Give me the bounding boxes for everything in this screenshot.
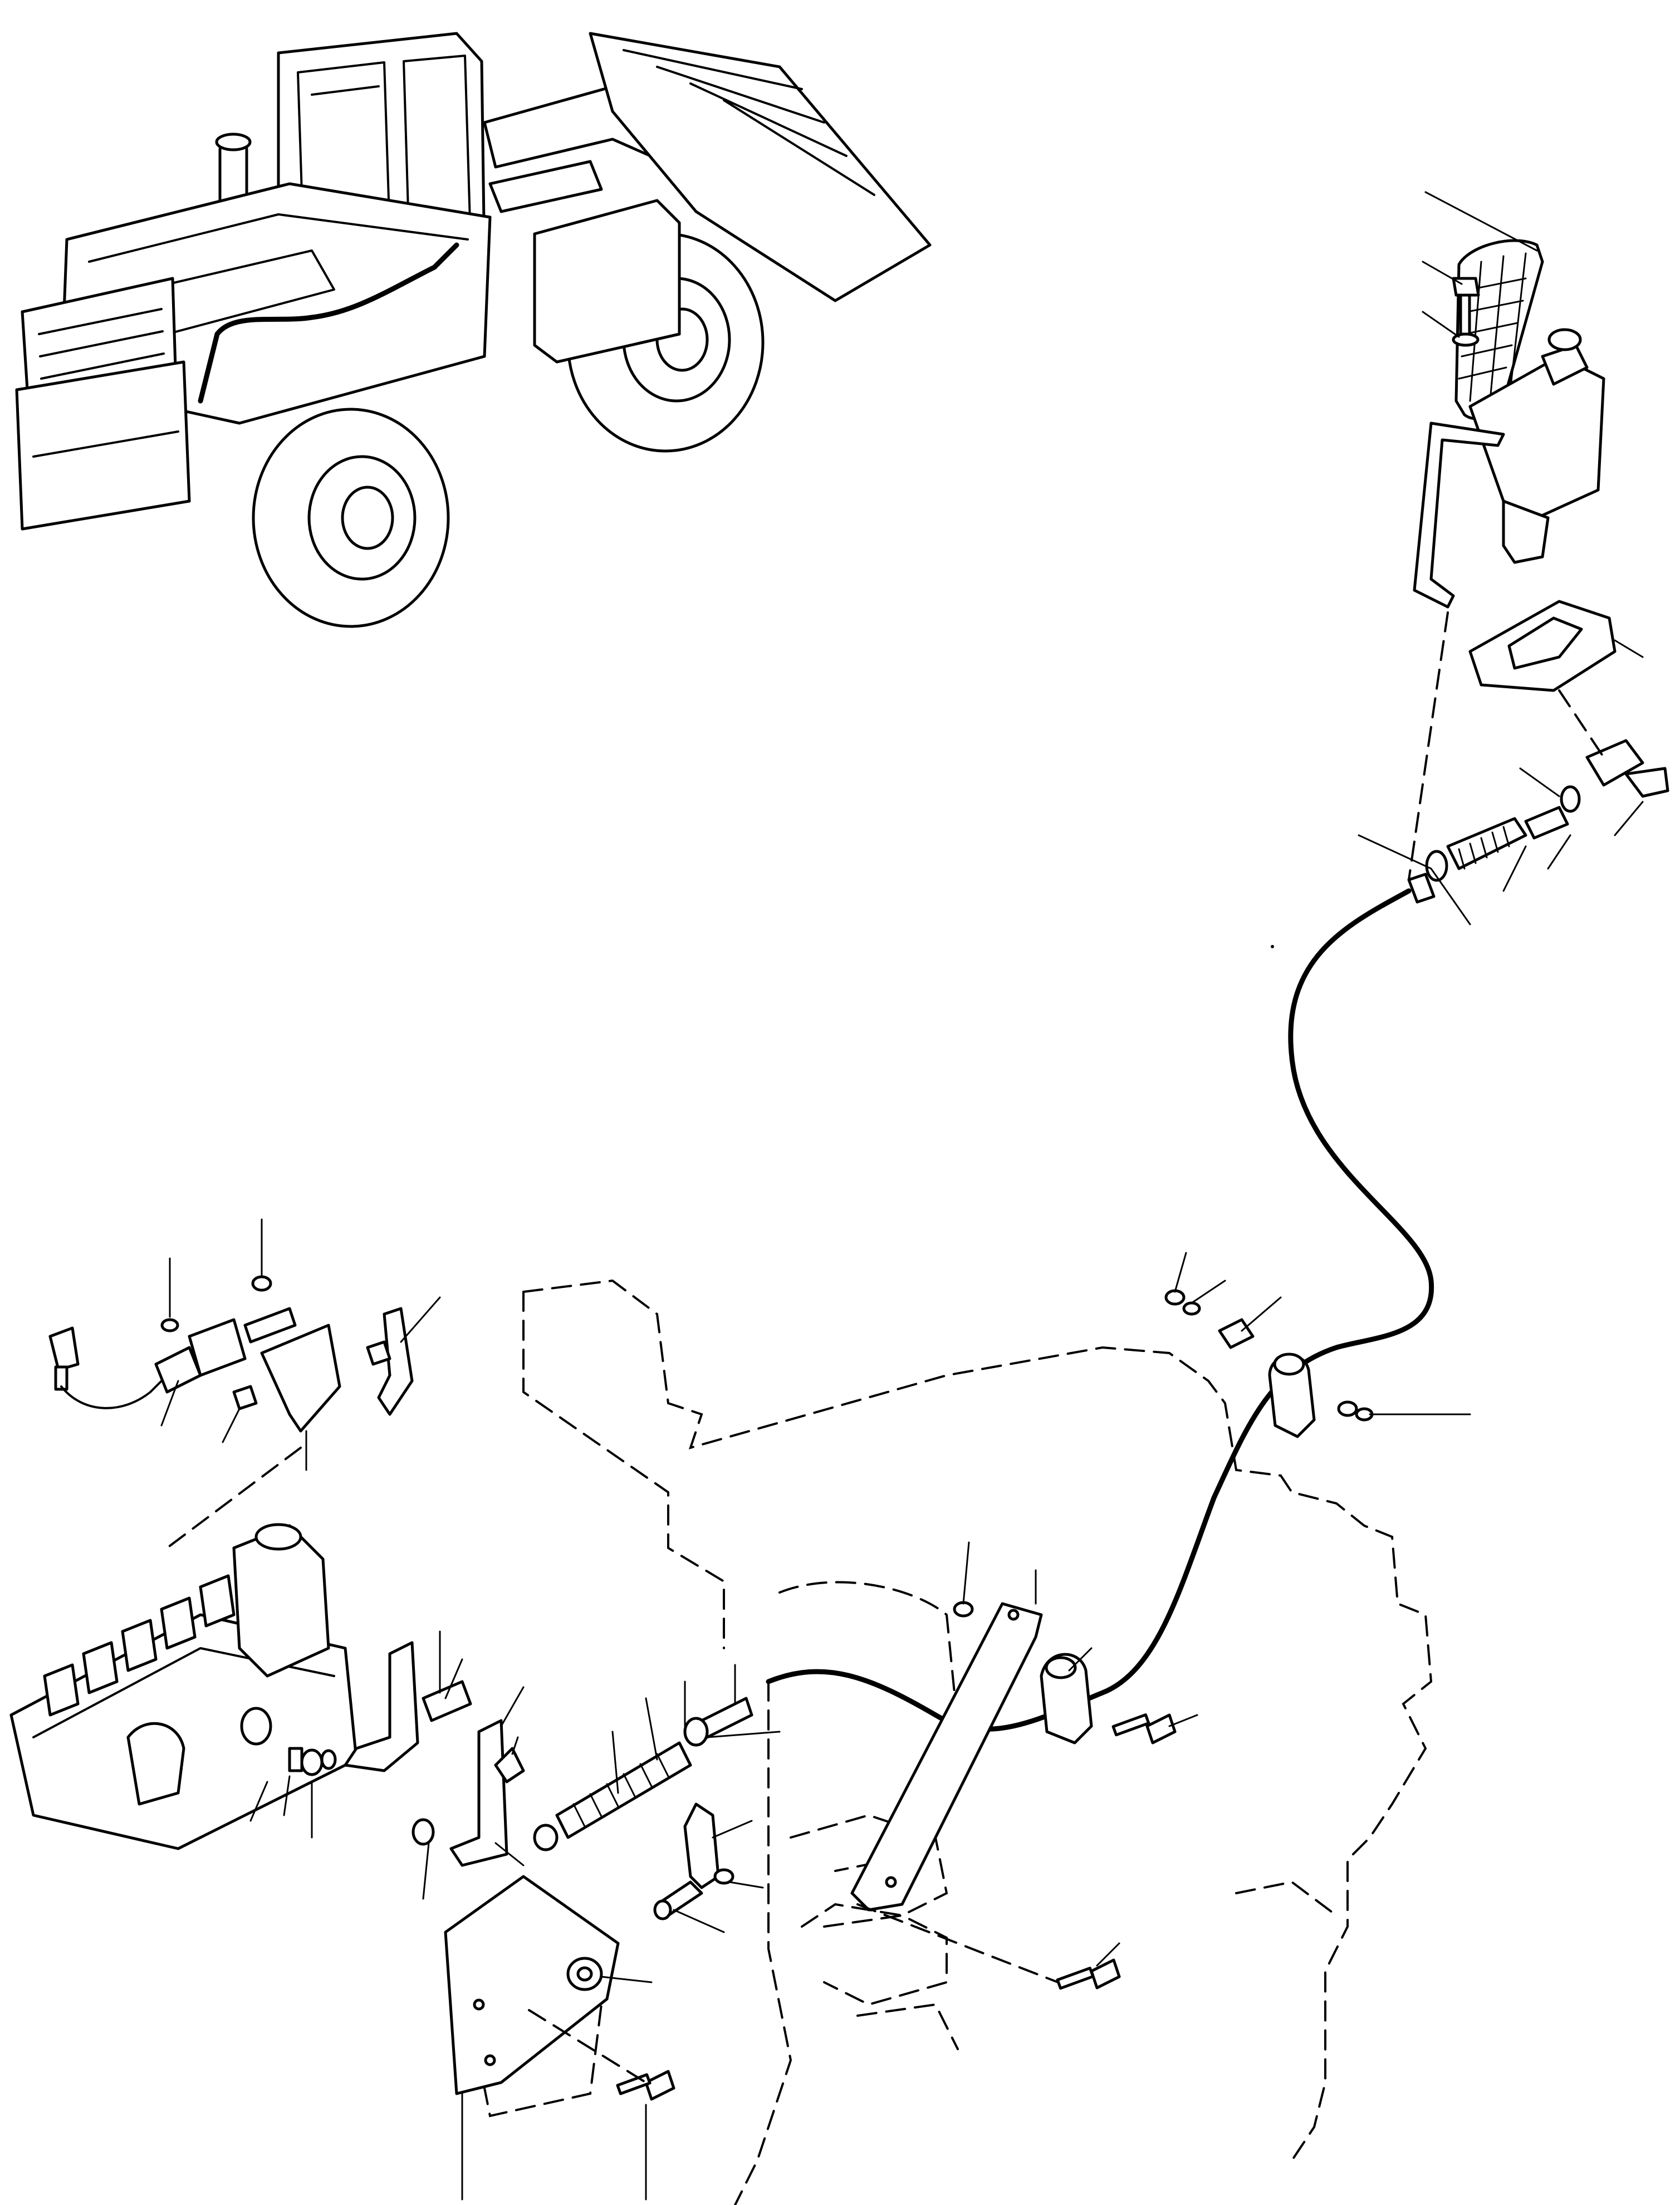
leader-lines bbox=[160, 191, 1644, 2201]
cable-adjuster bbox=[533, 1697, 753, 1851]
wheel-loader-icon bbox=[15, 32, 932, 628]
pump-linkage bbox=[288, 1641, 525, 1867]
alignment-lines bbox=[166, 611, 1605, 2084]
cable-icon bbox=[766, 888, 1434, 1732]
engine-outline bbox=[478, 1279, 1433, 2205]
pedal-icon bbox=[1413, 239, 1617, 692]
bracket-icon bbox=[444, 1289, 1374, 2101]
reference-dot bbox=[1271, 945, 1274, 948]
cable-clamps bbox=[1040, 1353, 1316, 1745]
fuel-pump-icon bbox=[9, 1523, 358, 1850]
solenoid-icon bbox=[48, 1275, 414, 1433]
cable-end-fittings bbox=[1407, 739, 1669, 904]
